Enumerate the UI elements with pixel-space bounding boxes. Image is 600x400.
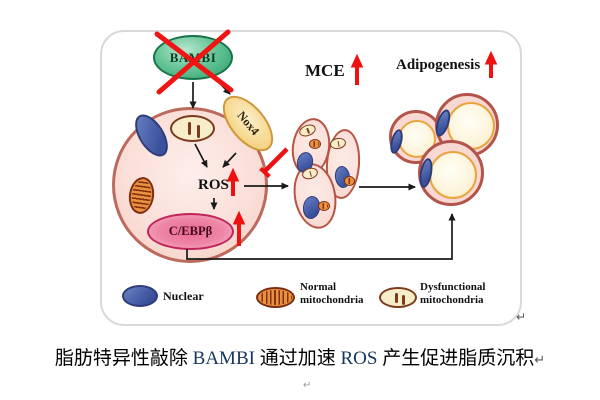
bambi-node: BAMBI: [153, 35, 233, 80]
normal-mitochondria-icon: [318, 201, 330, 211]
caption-return-mark: ↵: [534, 353, 546, 368]
page-return-mark: ↵: [303, 380, 312, 391]
lipid-droplet: [447, 102, 495, 150]
crista-bar: [337, 140, 340, 148]
panel-return-mark: ↵: [516, 310, 527, 324]
cristae-pattern: [259, 290, 292, 305]
bambi-label: BAMBI: [169, 49, 217, 65]
adipogenesis-label: Adipogenesis: [396, 57, 481, 73]
dysfunctional-mitochondria-icon: [170, 115, 215, 142]
nox4-label: Nox4: [234, 108, 263, 138]
cebpb-node: C/EBPβ: [147, 213, 234, 250]
cristae-pattern: [320, 203, 328, 209]
cristae-pattern: [129, 178, 154, 213]
caption-text-middle: 通过加速: [254, 348, 341, 369]
crista-bar: [402, 295, 405, 305]
caption-text-suffix: 产生促进脂质沉积: [377, 348, 535, 369]
legend-nuclear-label: Nuclear: [163, 289, 204, 303]
legend-dysfunctional-mitochondria-label: Dysfunctional mitochondria: [420, 281, 486, 306]
lipid-droplet: [429, 151, 477, 199]
legend-dysfunctional-mitochondria-icon: [379, 287, 417, 308]
legend-normal-mitochondria-icon: [256, 287, 295, 308]
mce-label: MCE: [305, 61, 345, 80]
ros-label: ROS: [198, 177, 229, 193]
crista-bar: [308, 170, 312, 178]
caption-text-prefix: 脂肪特异性敲除: [54, 348, 193, 369]
normal-mitochondria-icon: [309, 139, 321, 149]
crista-bar: [395, 293, 398, 303]
crista-bar: [188, 122, 191, 135]
normal-mitochondria-icon: [344, 176, 355, 186]
cristae-pattern: [311, 141, 319, 147]
caption-gene-ros: ROS: [340, 348, 378, 369]
caption-gene-bambi: BAMBI: [192, 348, 255, 369]
figure-caption: 脂肪特异性敲除 BAMBI 通过加速 ROS 产生促进脂质沉积↵: [0, 343, 600, 370]
legend-nuclear-icon: [122, 285, 158, 307]
cebpb-label: C/EBPβ: [168, 224, 213, 238]
legend-normal-mitochondria-label: Normal mitochondria: [300, 281, 364, 306]
crista-bar: [306, 127, 310, 134]
cristae-pattern: [346, 178, 353, 184]
crista-bar: [197, 125, 200, 138]
